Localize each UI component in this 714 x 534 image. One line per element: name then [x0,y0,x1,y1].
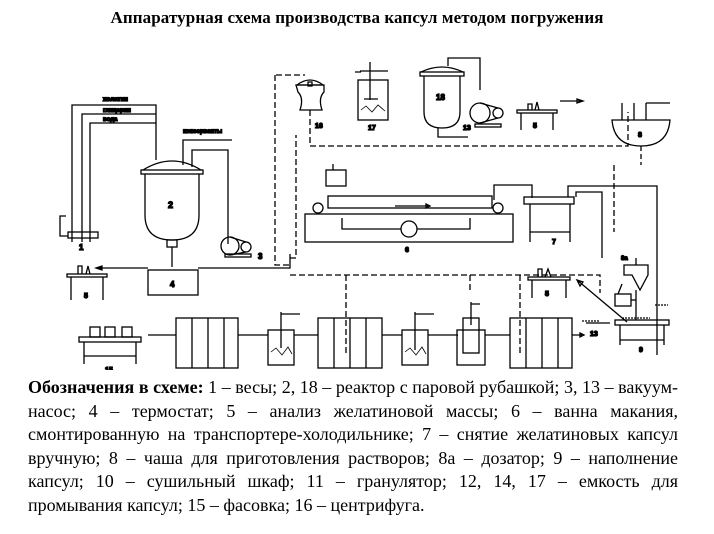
unit-8a-doser [614,258,649,320]
legend: Обозначения в схеме: 1 – весы; 2, 18 – р… [28,376,678,517]
unit-15-packing [78,326,142,364]
unit-13-number-top: 13 [463,125,471,132]
unit-18-number: 18 [436,93,445,102]
unit-3-vacuum-pump [220,236,252,258]
unit-5-number-top: 5 [533,123,537,130]
legend-heading: Обозначения в схеме: [28,377,204,397]
unit-13-vacuum-pump-top [469,102,504,128]
arrow-to-9 [575,278,628,323]
label-preservatives: консерванты [183,129,222,135]
unit-10-dryer-a [175,317,239,369]
unit-4-number: 4 [170,280,175,289]
unit-13-number-bottom: 13 [590,331,598,338]
unit-8-bowl [611,102,671,147]
unit-6-dipping-bath [304,164,533,243]
unit-5-number-left: 5 [84,293,88,300]
unit-17-number: 17 [368,125,376,132]
unit-10-dryer-c [509,317,573,369]
unit-16-number: 16 [315,123,323,130]
unit-17-wash-vessel [357,62,389,121]
unit-7-number: 7 [552,239,556,246]
arrow-top [560,98,586,104]
label-water: вода [103,117,118,123]
unit-2-number: 2 [168,200,173,210]
label-glycerin: глицерин [103,108,131,114]
unit-14-wash-vessel [267,312,300,366]
unit-6-number: 6 [405,247,409,254]
process-diagram: желатин глицерин вода консерванты 1 2 3 … [59,57,671,370]
unit-4-thermostat [93,254,291,296]
unit-5-analysis-right [527,267,571,298]
unit-12-wash-vessel [401,312,434,366]
unit-1-scales [59,215,99,239]
label-gelatin: желатин [102,97,128,103]
unit-3-number: 3 [258,252,263,261]
unit-10-dryer-b [317,317,383,369]
dashed-lines [274,71,629,355]
unit-2-reactor [140,160,204,267]
unit-18-reactor [419,57,481,138]
unit-7-manual-removal [523,185,658,355]
unit-5-analysis-top [516,101,558,130]
unit-16-centrifuge [295,79,325,111]
unit-8a-number: 8а [621,256,628,262]
unit-1-number: 1 [79,243,84,252]
unit-11-granulator [456,302,486,366]
unit-9-filling [614,304,670,345]
unit-5-number-right: 5 [545,291,549,298]
unit-5-analysis-left [66,265,108,300]
unit-15-number: 15 [105,367,113,370]
unit-9-number: 9 [639,347,643,354]
page-title: Аппаратурная схема производства капсул м… [110,8,604,27]
feed-lines [71,104,232,244]
unit-8-number: 8 [638,132,642,139]
legend-text: 1 – весы; 2, 18 – реактор с паровой руба… [28,377,678,515]
